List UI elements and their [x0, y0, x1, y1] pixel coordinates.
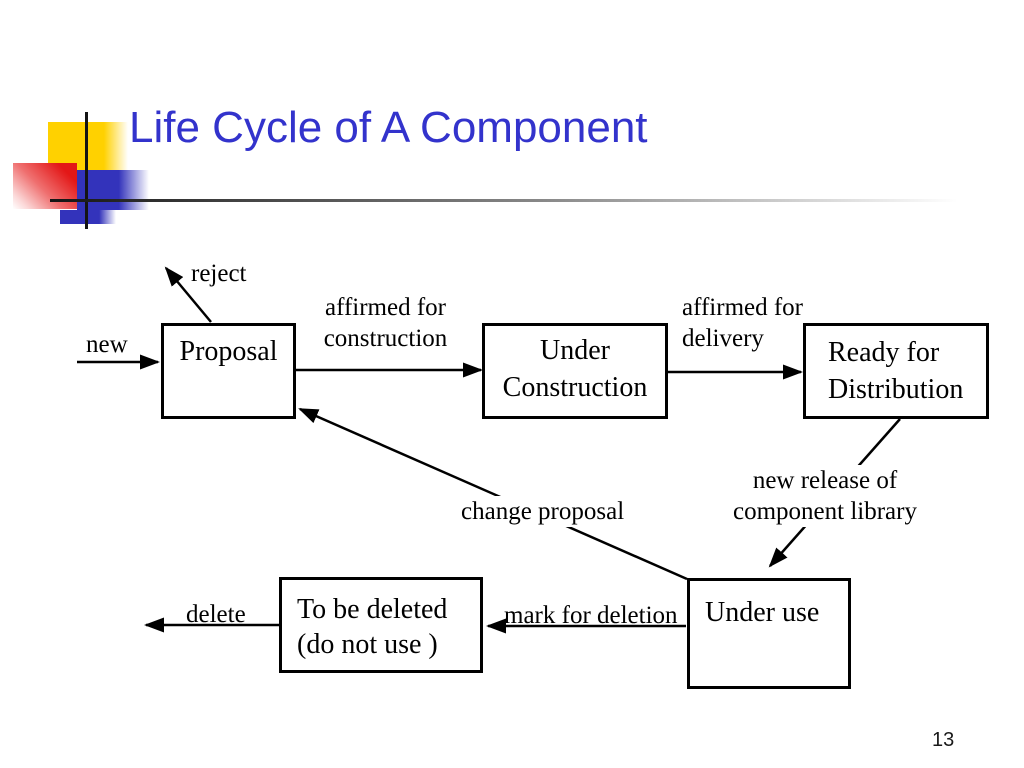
edge-label-affirmed-for-delivery: affirmed for delivery: [682, 292, 803, 354]
edge-label-new-release-line2: component library: [733, 498, 917, 525]
node-proposal-label: Proposal: [179, 336, 278, 367]
edge-label-affirmed-for-delivery-line1: affirmed for: [682, 294, 804, 321]
decoration-vertical-line: [85, 112, 88, 229]
slide-title: Life Cycle of A Component: [129, 103, 648, 152]
node-ready-for-distribution: Ready for Distribution: [803, 323, 989, 419]
node-ready-line2: Distribution: [828, 374, 964, 405]
edge-label-affirmed-for-construction: affirmed for construction: [303, 292, 468, 354]
edge-label-reject: reject: [191, 260, 247, 287]
edge-label-affirmed-for-construction-line1: affirmed for: [324, 294, 446, 321]
page-number: 13: [932, 729, 955, 751]
edge-label-new-release: new release of component library: [718, 465, 932, 527]
edge-label-mark-for-deletion: mark for deletion: [504, 602, 678, 629]
node-under-use: Under use: [687, 578, 851, 689]
node-to-be-deleted-line1: To be deleted: [297, 594, 448, 625]
edge-change-proposal-arrow: [298, 407, 688, 581]
node-proposal: Proposal: [161, 323, 296, 419]
decoration-red-square: [13, 163, 77, 209]
edge-label-change-proposal: change proposal: [457, 496, 629, 527]
edge-label-affirmed-for-construction-line2: construction: [323, 325, 448, 352]
node-under-construction-line1: Under: [540, 335, 610, 366]
decoration-blue-square: [77, 170, 149, 210]
edge-label-delete: delete: [186, 601, 246, 628]
edge-label-new: new: [86, 331, 128, 358]
edge-label-new-release-line1: new release of: [752, 467, 898, 494]
node-under-construction-line2: Construction: [502, 372, 648, 403]
node-to-be-deleted: To be deleted (do not use ): [279, 577, 483, 673]
node-ready-line1: Ready for: [828, 337, 940, 368]
node-to-be-deleted-line2: (do not use ): [297, 629, 438, 660]
decoration-horizontal-rule: [50, 199, 958, 202]
decoration-yellow-square: [48, 122, 128, 170]
node-under-construction: Under Construction: [482, 323, 668, 419]
decoration-blue-square-small: [60, 210, 116, 224]
edge-label-affirmed-for-delivery-line2: delivery: [682, 325, 764, 352]
node-under-use-label: Under use: [705, 597, 820, 628]
